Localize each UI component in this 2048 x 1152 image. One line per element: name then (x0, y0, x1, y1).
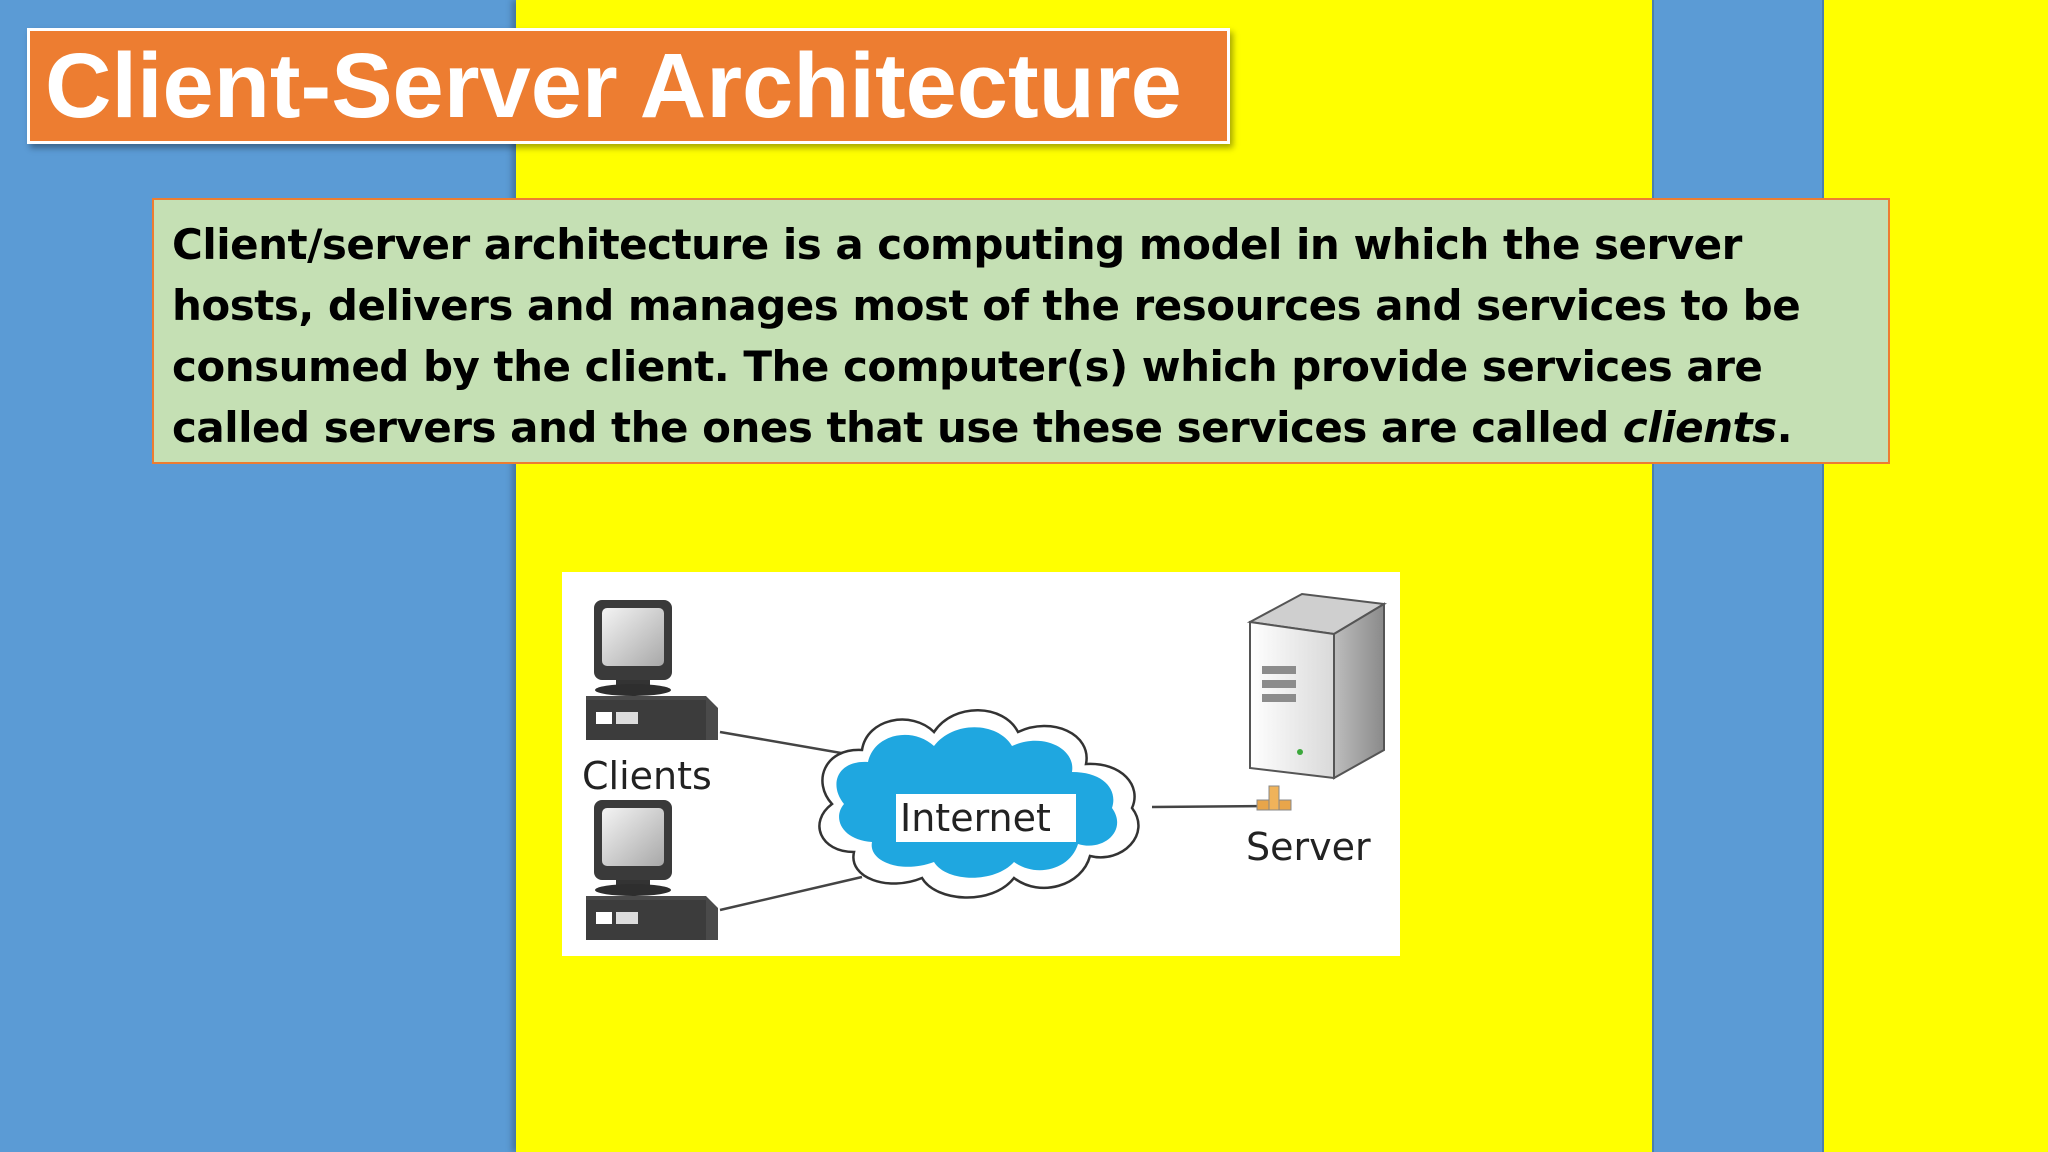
internet-cloud-icon: Internet (818, 709, 1140, 899)
server-tower-icon (1246, 592, 1388, 811)
description-emphasis: clients (1622, 403, 1777, 452)
title-banner: Client-Server Architecture (27, 28, 1230, 144)
slide-title: Client-Server Architecture (45, 35, 1182, 137)
server-label: Server (1246, 825, 1371, 869)
desktop-computer-icon (586, 800, 718, 940)
right-yellow-band (1824, 0, 2048, 1152)
description-text: Client/server architecture is a computin… (172, 214, 1870, 458)
clients-label: Clients (582, 754, 712, 798)
right-blue-band (1652, 0, 1824, 1152)
description-part1: Client/server architecture is a computin… (172, 220, 1801, 452)
left-blue-band (0, 0, 516, 1152)
client-server-diagram: Clients Internet Server (562, 572, 1400, 956)
description-part2: . (1776, 403, 1793, 452)
server-link-line (1151, 804, 1275, 809)
description-box: Client/server architecture is a computin… (152, 198, 1890, 464)
internet-label: Internet (900, 796, 1051, 840)
client2-link-line (719, 875, 863, 912)
desktop-computer-icon (586, 600, 718, 740)
diagram-svg: Clients Internet Server (582, 592, 1388, 940)
